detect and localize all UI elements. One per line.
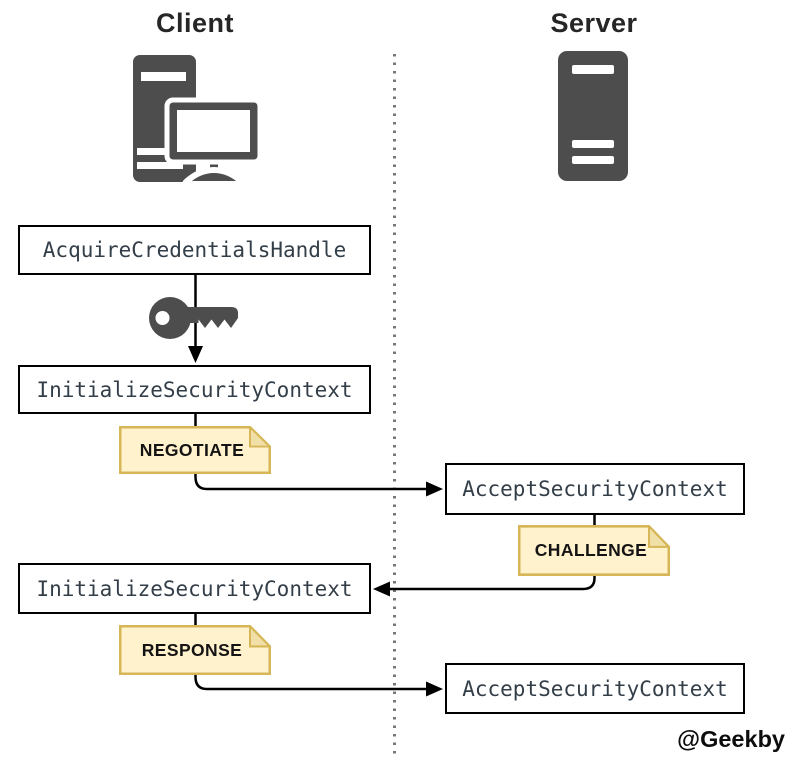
note-paper-shape	[119, 625, 271, 675]
arrow-challenge-to-initialize	[373, 576, 596, 597]
acquire-credentials-handle-box: AcquireCredentialsHandle	[18, 225, 371, 275]
server-tower-icon	[558, 51, 628, 181]
arrow-negotiate-to-accept	[194, 474, 443, 497]
accept-security-context-box-2: AcceptSecurityContext	[445, 663, 745, 714]
initialize-security-context-box-1: InitializeSecurityContext	[18, 365, 371, 414]
server-lane-title: Server	[550, 8, 638, 38]
response-note: RESPONSE	[119, 625, 271, 675]
response-note-label: RESPONSE	[141, 639, 243, 660]
note-paper-shape	[119, 426, 271, 474]
key-icon	[149, 297, 238, 339]
initialize-security-context-box-2: InitializeSecurityContext	[18, 563, 371, 614]
desktop-computer-icon	[133, 55, 263, 184]
challenge-note-label: CHALLENGE	[534, 540, 648, 560]
challenge-note: CHALLENGE	[518, 525, 670, 576]
note-paper-shape	[518, 525, 670, 576]
client-lane-title: Client	[155, 8, 234, 38]
negotiate-note-label: NEGOTIATE	[139, 439, 245, 460]
arrow-response-to-accept	[194, 675, 443, 697]
negotiate-note: NEGOTIATE	[119, 426, 271, 474]
client-server-divider	[393, 54, 396, 754]
accept-security-context-box-1: AcceptSecurityContext	[445, 463, 745, 515]
watermark: @Geekby	[677, 726, 785, 752]
